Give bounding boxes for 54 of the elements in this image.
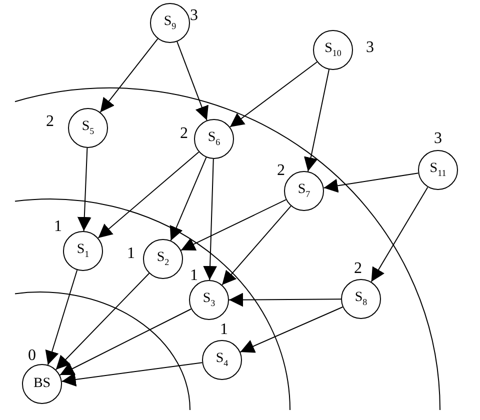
hop-count-label: 2: [180, 126, 188, 142]
node-label: S$_{2}$: [156, 251, 170, 267]
arrow: [222, 206, 292, 286]
sensor-node-circle: [284, 171, 324, 211]
sensor-node-circle: [313, 30, 353, 70]
node-label: S$_{8}$: [354, 291, 368, 307]
arrow: [176, 41, 208, 121]
hop-count-label: 3: [366, 40, 374, 56]
hop-count-label: 0: [28, 348, 36, 364]
arrow: [55, 272, 150, 370]
arrow: [170, 156, 207, 242]
hop-count-label: 1: [127, 246, 135, 262]
arrow: [240, 306, 344, 353]
hop-count-label: 1: [220, 322, 228, 338]
node-label: S$_{9}$: [164, 15, 176, 31]
node-label: S$_{1}$: [76, 243, 90, 259]
arrow: [61, 362, 203, 386]
arrow: [59, 308, 192, 376]
sensor-node-circle: [194, 119, 234, 159]
node-label: S$_{5}$: [82, 120, 94, 136]
node-label: S$_{10}$: [324, 42, 342, 58]
sensor-node-circle: [202, 340, 242, 380]
arrow: [304, 69, 330, 172]
arrow: [323, 172, 419, 193]
node-label: S$_{4}$: [216, 352, 228, 368]
hop-count-label: 3: [434, 131, 442, 147]
sensor-node-circle: [150, 3, 190, 43]
sensor-node-circle: [341, 279, 381, 319]
hop-count-label: 2: [277, 163, 285, 179]
sensor-node-circle: [22, 364, 62, 404]
arrow: [98, 152, 200, 238]
node-label: S$_{7}$: [298, 183, 310, 199]
node-label: S$_{3}$: [202, 292, 216, 308]
arrow: [45, 270, 78, 366]
arrow: [77, 148, 92, 232]
sensor-node-circle: [68, 108, 108, 148]
node-label: S$_{11}$: [430, 162, 446, 178]
node-label: S$_{6}$: [208, 131, 220, 147]
hop-count-label: 3: [190, 8, 198, 24]
sensor-node-circle: [63, 231, 103, 271]
hop-count-label: 2: [354, 261, 362, 277]
node-label: BS: [33, 377, 51, 391]
hop-count-label: 1: [54, 219, 62, 235]
arrow: [230, 62, 318, 128]
arrow: [180, 199, 286, 251]
sensor-node-circle: [418, 150, 458, 190]
arrow: [203, 158, 218, 280]
hop-count-label: 2: [46, 114, 54, 130]
arrow: [228, 292, 342, 307]
arrow: [100, 38, 158, 113]
sensor-node-circle: [189, 280, 229, 320]
arrow: [370, 186, 428, 282]
hop-count-label: 1: [190, 268, 198, 284]
sensor-node-circle: [143, 239, 183, 279]
